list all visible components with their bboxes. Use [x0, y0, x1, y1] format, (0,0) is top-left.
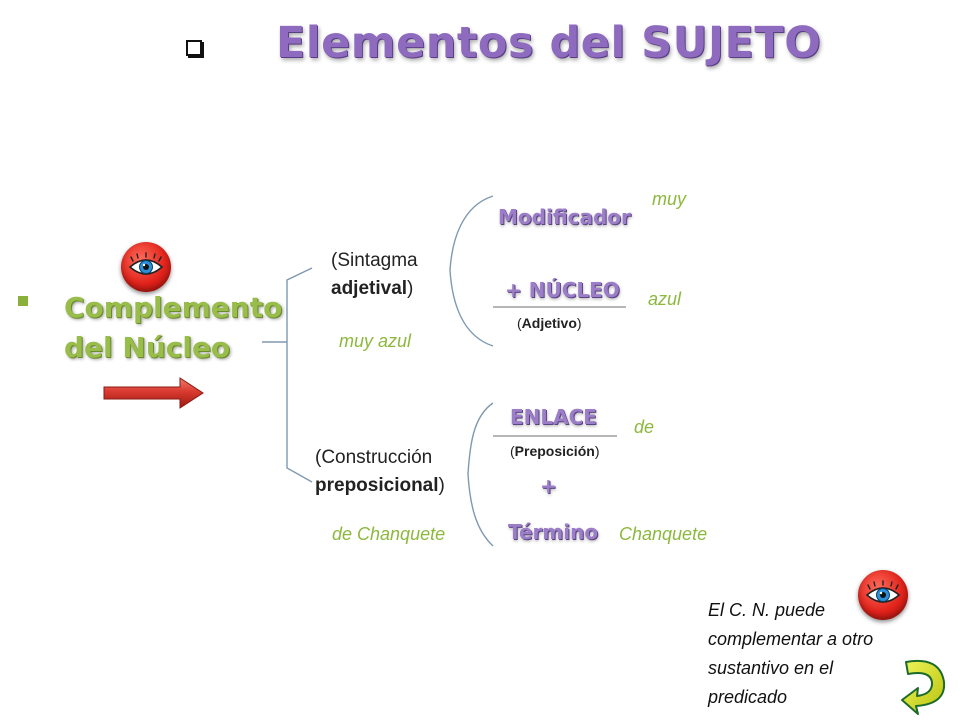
branch-top-example: muy azul — [339, 331, 412, 351]
arrow-right-icon — [103, 377, 204, 409]
connector-top — [286, 267, 313, 342]
modifier-example: muy — [652, 189, 687, 209]
plus-sign: + — [540, 474, 557, 498]
branch-bottom-bold: preposicional — [315, 475, 439, 496]
eye-icon[interactable] — [121, 242, 171, 292]
concept-title: Complemento del Núcleo — [64, 288, 282, 368]
title-bullet-icon — [186, 40, 202, 56]
branch-top-label: (Sintagma adjetival) — [331, 247, 418, 303]
link-sub-bold: Preposición — [514, 443, 595, 459]
concept-bullet-icon — [18, 296, 28, 306]
nucleus-sub: (Adjetivo) — [517, 315, 582, 331]
return-arrow-icon[interactable] — [900, 654, 952, 716]
branch-top-bold: adjetival — [331, 278, 408, 299]
branch-bottom-line1: (Construcción — [315, 447, 433, 468]
branch-top-tail: ) — [407, 278, 414, 299]
link-label: ENLACE — [510, 405, 597, 429]
brace-bottom — [467, 402, 494, 547]
branch-top-line2: adjetival) — [331, 275, 418, 303]
page-title: Elementos del SUJETO — [276, 18, 822, 68]
term-example: Chanquete — [619, 524, 708, 544]
link-sub-open: ( — [510, 443, 515, 459]
branch-bottom-label: (Construcción preposicional) — [315, 444, 445, 500]
note-line: sustantivo en el — [708, 658, 834, 678]
nucleus-sub-open: ( — [517, 315, 522, 331]
branch-bottom-tail: ) — [438, 475, 445, 496]
term-label: Término — [508, 520, 599, 544]
modifier-label: Modificador — [498, 205, 631, 229]
nucleus-example: azul — [648, 289, 682, 309]
link-sub-close: ) — [594, 443, 600, 459]
note-line: El C. N. puede — [708, 600, 826, 620]
concept-title-line1: Complemento — [64, 291, 283, 324]
connector-bottom — [286, 342, 313, 483]
note-line: predicado — [708, 687, 788, 707]
concept-title-line2: del Núcleo — [64, 331, 231, 364]
branch-top-line1: (Sintagma — [331, 250, 418, 271]
link-sub: (Preposición) — [510, 443, 599, 459]
nucleus-sub-bold: Adjetivo — [521, 315, 577, 331]
branch-bottom-line2: preposicional) — [315, 472, 445, 500]
link-example: de — [634, 417, 655, 437]
note-line: complementar a otro — [708, 629, 874, 649]
branch-bottom-example: de Chanquete — [332, 524, 446, 544]
note-text: El C. N. puede complementar a otro susta… — [708, 596, 873, 712]
nucleus-label: + NÚCLEO — [505, 278, 620, 302]
nucleus-sub-close: ) — [576, 315, 582, 331]
eye-icon[interactable] — [858, 570, 908, 620]
brace-top — [449, 195, 494, 347]
